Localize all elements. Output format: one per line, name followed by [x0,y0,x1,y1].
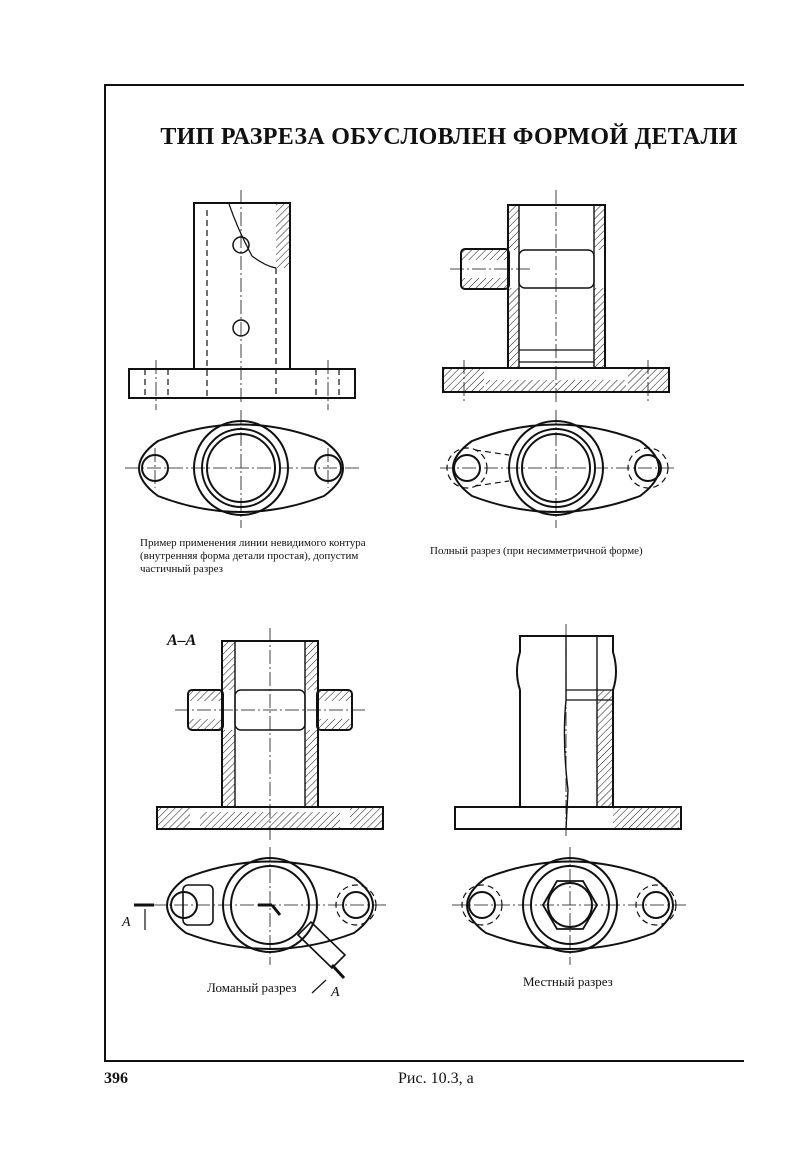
page-frame [104,84,744,1062]
caption-broken-section: Ломаный разрез [207,980,297,995]
page-number: 396 [104,1070,128,1087]
caption-full-section: Полный разрез (при несимметричной форме) [430,545,643,557]
view-full-section-front [442,190,670,404]
cut-mark-right: A [331,985,340,1000]
caption-local-section: Местный разрез [523,974,613,989]
view-broken-section-front [156,628,384,840]
view-broken-section-top [134,847,386,994]
page-title: ТИП РАЗРЕЗА ОБУСЛОВЛЕН ФОРМОЙ ДЕТАЛИ [160,124,738,150]
cut-mark-left: A [122,915,131,930]
caption-hidden-lines: Пример применения линии невидимого конту… [140,537,366,575]
section-label: A–A [167,632,197,649]
view-hidden-lines-front [128,190,356,410]
figure-reference: Рис. 10.3, а [398,1070,474,1087]
view-local-section-front [454,624,682,838]
view-hidden-lines-top [125,410,360,528]
view-local-section-top [452,847,688,965]
view-full-section-top [440,410,675,528]
